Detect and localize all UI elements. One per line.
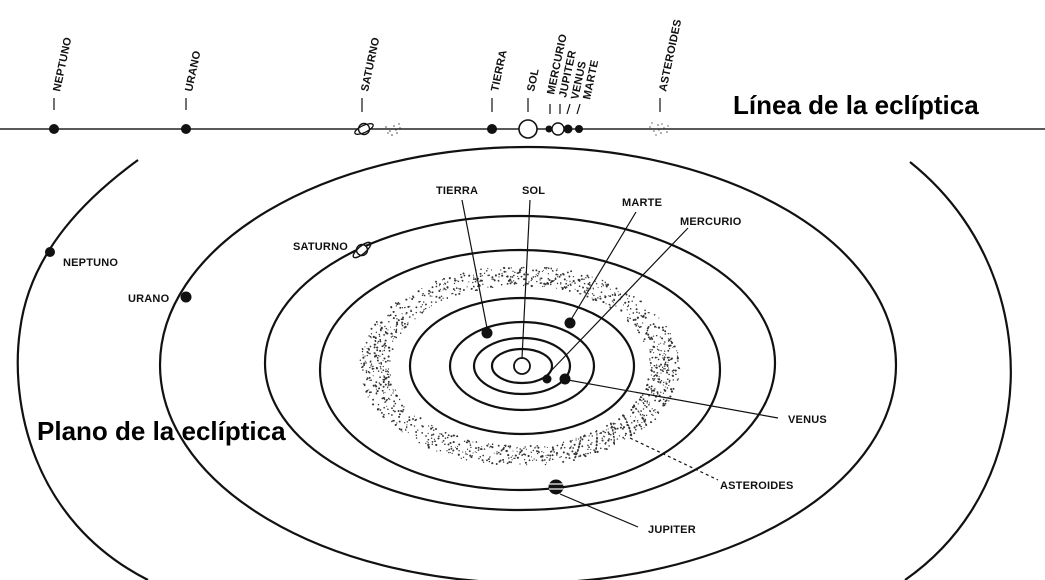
ecliptic-line-title: Línea de la eclíptica	[733, 90, 979, 120]
top-saturno-shading	[385, 123, 401, 136]
orbit-marte	[408, 296, 636, 436]
orbit-urano	[159, 145, 897, 580]
top-urano-dot	[181, 124, 191, 134]
orbit-tierra	[448, 320, 596, 412]
sol-icon	[513, 357, 531, 375]
mercurio-label: MERCURIO	[680, 216, 742, 228]
venus-dot	[559, 373, 571, 385]
saturno-label: SATURNO	[293, 241, 348, 253]
orbit-saturno	[263, 214, 777, 512]
top-neptuno-dot	[49, 124, 59, 134]
top-marte-dot	[575, 125, 583, 133]
jupiter-label: JUPITER	[648, 524, 696, 536]
orbit-venus	[472, 336, 572, 396]
venus-label: VENUS	[788, 414, 827, 426]
sol-label: SOL	[522, 185, 545, 197]
ecliptic-plane-view: NEPTUNO URANO SATURNO TIERRA SOL MARTE M…	[16, 145, 1012, 580]
mercurio-dot	[542, 374, 552, 384]
neptuno-label: NEPTUNO	[63, 257, 118, 269]
top-tierra-label: TIERRA	[489, 49, 510, 93]
orbit-neptuno-right	[904, 161, 1012, 580]
top-sol-label: SOL	[525, 67, 542, 92]
jupiter-icon	[548, 479, 564, 495]
top-saturno-label: SATURNO	[359, 36, 382, 93]
top-neptuno-label: NEPTUNO	[51, 36, 74, 93]
tierra-label: TIERRA	[436, 185, 478, 197]
neptuno-dot	[45, 247, 55, 257]
asteroid-belt	[359, 266, 681, 466]
top-asteroides-label: ASTEROIDES	[657, 18, 684, 92]
ecliptic-plane-title: Plano de la eclíptica	[37, 416, 286, 446]
top-saturno-icon	[354, 122, 374, 136]
marte-label: MARTE	[622, 197, 662, 209]
asteroides-label: ASTEROIDES	[720, 480, 794, 492]
tierra-dot	[481, 327, 493, 339]
top-mercurio-dot	[545, 125, 553, 133]
urano-label: URANO	[128, 293, 170, 305]
top-jupiter-icon	[551, 122, 565, 136]
top-venus-dot	[563, 124, 573, 134]
top-asteroides-shading	[649, 122, 669, 136]
orbit-neptuno	[16, 159, 149, 580]
saturno-icon	[352, 241, 372, 259]
top-sol-icon	[518, 119, 538, 139]
orbit-jupiter	[318, 248, 722, 492]
urano-dot	[180, 291, 192, 303]
marte-dot	[564, 317, 576, 329]
top-tierra-dot	[487, 124, 497, 134]
ecliptic-line-view: NEPTUNO URANO SATURNO TIERRA SOL	[0, 18, 1045, 139]
top-urano-label: URANO	[183, 49, 203, 92]
